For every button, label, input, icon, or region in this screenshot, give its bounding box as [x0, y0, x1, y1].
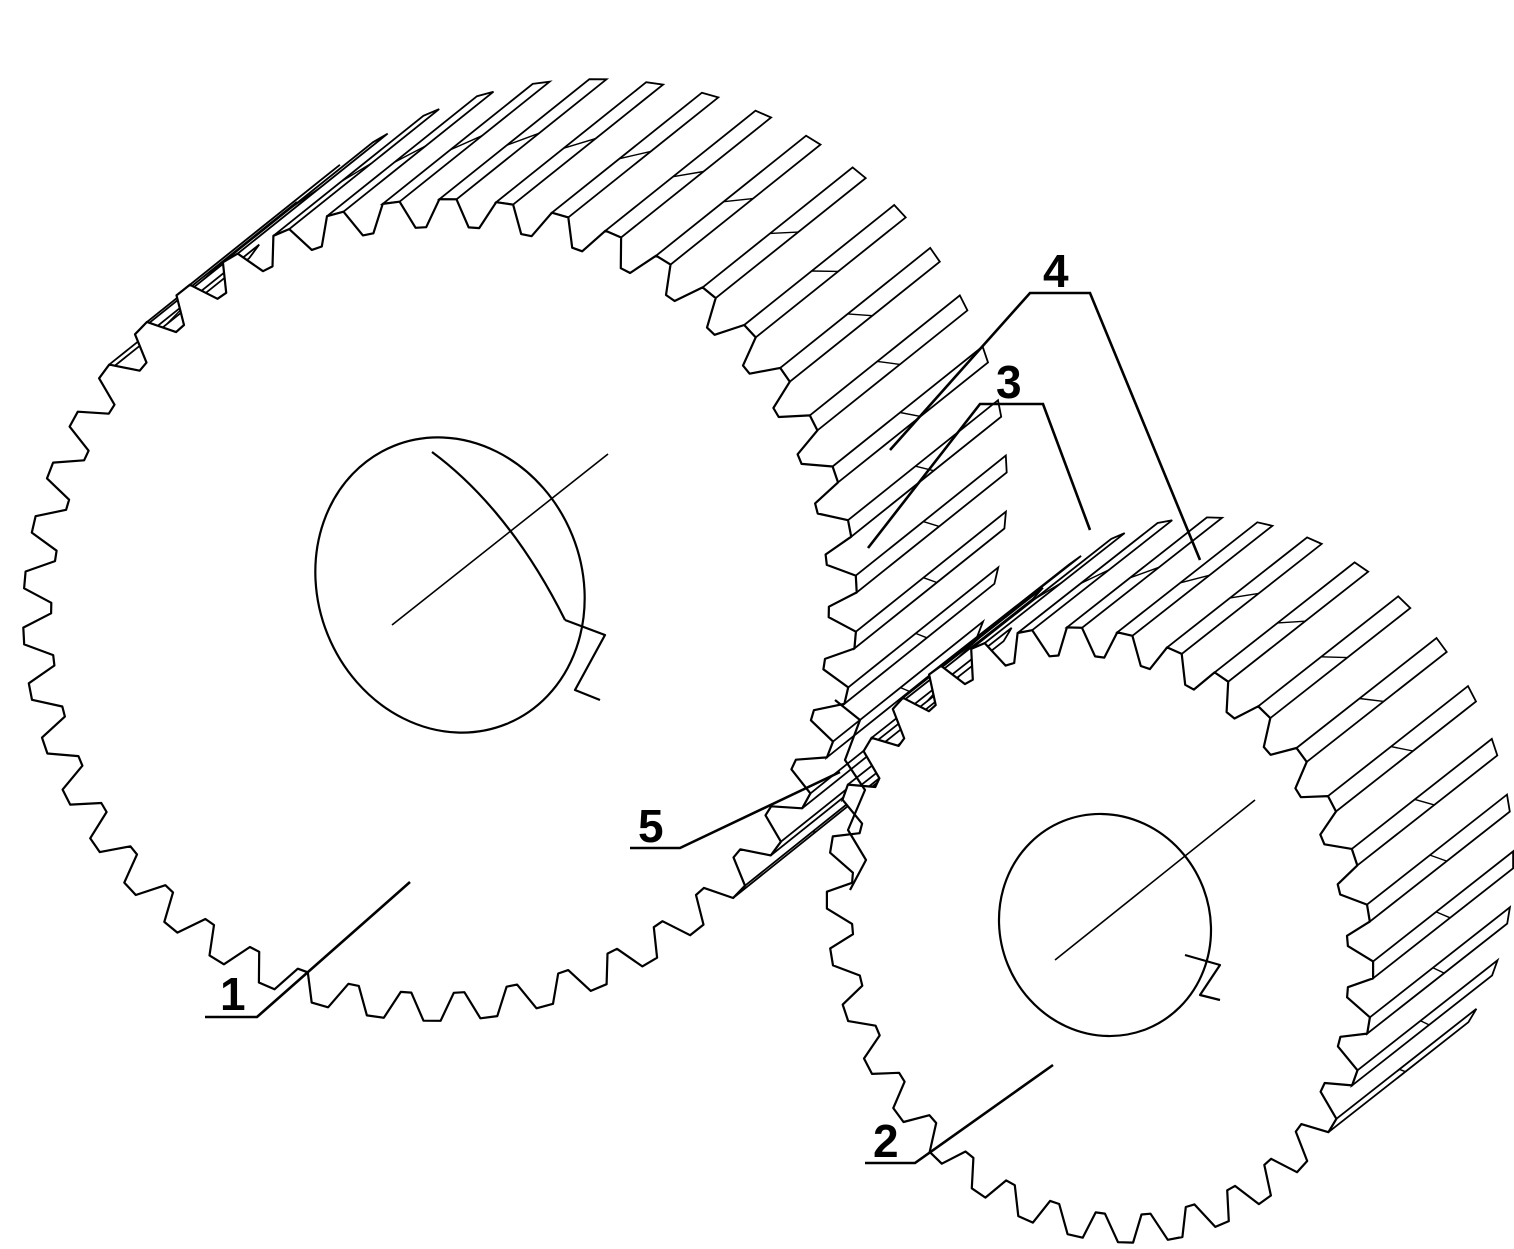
callout-3: 3 — [996, 356, 1022, 408]
gear-large-rim-rib — [923, 577, 938, 584]
gear-small-rim-rib — [1429, 854, 1448, 862]
gear-small-rim-rib — [1129, 566, 1160, 579]
leader-2 — [865, 1063, 1054, 1165]
gear-small-rim-rib — [1359, 697, 1384, 703]
gear-large-rim-rib — [394, 145, 427, 163]
gear-small-rim-rib — [1390, 745, 1414, 752]
gear-large-rim-rib — [290, 187, 321, 209]
gear-large-bore — [314, 436, 607, 734]
gear-large-rim-rib — [899, 411, 921, 418]
gear-small-rim-rib — [1080, 569, 1110, 585]
gear-large-rim-rib — [243, 218, 273, 242]
gear-small-axis — [1054, 799, 1256, 961]
mesh-zone — [834, 699, 868, 891]
gear-small-rim-rib — [1435, 911, 1451, 919]
gear-large-rim-rib — [877, 360, 900, 366]
callout-1: 1 — [220, 968, 246, 1020]
gear-large-rim-rib — [847, 313, 873, 317]
gear-large-rim-rib — [563, 137, 596, 149]
gear-small-face — [825, 626, 1375, 1244]
gear-large-rim-rib — [915, 632, 928, 639]
gear-small — [825, 516, 1514, 1244]
gear-large-axis — [391, 453, 609, 626]
gear-small-rim-rib — [1277, 620, 1306, 624]
gear-large-rim-rib — [340, 162, 373, 183]
gear-large-rim-rib — [449, 135, 483, 151]
callout-2: 2 — [873, 1115, 899, 1167]
gear-small-rim-rib — [991, 604, 1019, 626]
gear-small-rim-rib — [1432, 967, 1445, 974]
callout-5: 5 — [638, 800, 664, 852]
gear-small-rim-rib — [1414, 798, 1435, 806]
callout-4: 4 — [1043, 245, 1069, 297]
gear-small-rim-rib — [955, 636, 981, 661]
gear-large-rim-rib — [619, 150, 651, 160]
leader-3 — [866, 402, 1092, 549]
gear-large-rim-rib — [900, 686, 910, 693]
gear-small-rim-rib — [1420, 1020, 1430, 1026]
gear-large-rim-rib — [915, 465, 934, 472]
gear-large-face — [22, 198, 858, 1022]
gear-large-rim-rib — [923, 520, 940, 528]
gear-small-rim-rib — [1321, 656, 1348, 659]
leader-5 — [630, 770, 841, 850]
gear-small-rim-rib — [1033, 582, 1063, 600]
gear-small-rim-rib — [1180, 574, 1210, 584]
gear-large-rim-rib — [723, 197, 754, 203]
gear-large-rim-rib — [770, 231, 799, 235]
leader-1 — [205, 881, 411, 1019]
gear-small-bore — [997, 812, 1222, 1038]
gear-small-rim-rib — [1229, 592, 1259, 599]
gear-large-rim-rib — [672, 170, 704, 178]
leader-4 — [889, 291, 1202, 561]
gear-small-rim-rib — [1399, 1068, 1406, 1073]
gear-large-rim-rib — [506, 132, 540, 146]
